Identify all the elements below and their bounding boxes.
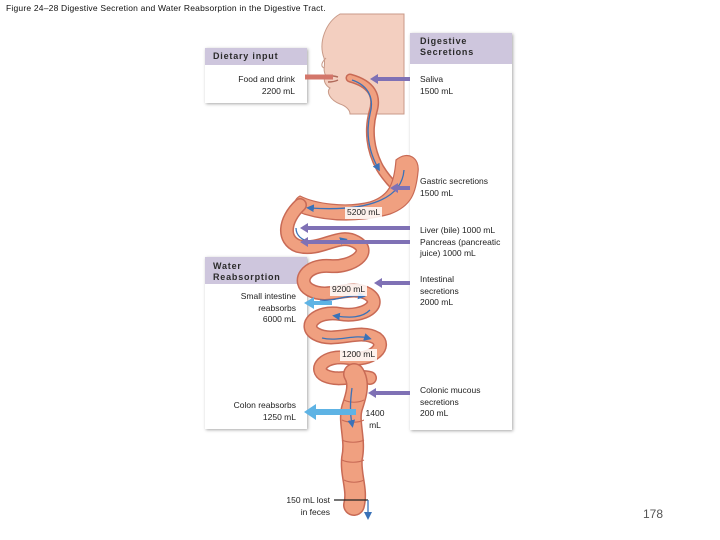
reabsorption-arrows [304, 297, 356, 420]
flow-arrow-intestine-3 [332, 309, 371, 321]
intestinal-secretions-label: Intestinal secretions 2000 mL [420, 274, 459, 307]
page-number: 178 [642, 507, 663, 521]
gastric-secretions-label: Gastric secretions 1500 mL [420, 176, 489, 198]
head-profile [321, 13, 405, 115]
feces-arrow-head [364, 512, 372, 520]
food-and-drink-label: Food and drink 2200 mL [238, 74, 295, 96]
digestive-secretions-panel: Digestive Secretions [410, 33, 512, 430]
liver-pancreas-label: Liver (bile) 1000 mL Pancreas (pancreati… [420, 225, 501, 258]
colonic-secretions-label: Colonic mucous secretions 200 mL [420, 385, 481, 418]
feces-loss-label: 150 mL lost in feces [286, 495, 330, 517]
flow-volume-small-intestine: 9200 mL [330, 284, 368, 296]
stomach [294, 155, 419, 221]
flow-arrow-stomach [306, 169, 405, 213]
flow-arrow-intestine-4 [321, 333, 372, 341]
flow-volume-entering-colon: 1200 mL [340, 349, 378, 361]
nose [321, 57, 327, 69]
digestive-secretions-header: Digestive Secretions [410, 33, 512, 64]
flow-volume-colon: 1400 mL [364, 408, 386, 431]
flow-volume-after-stomach: 5200 mL [345, 207, 383, 219]
secretion-arrows [300, 74, 410, 398]
water-reabsorption-header: Water Reabsorption [205, 257, 307, 284]
dietary-input-header: Dietary input [205, 48, 307, 65]
flow-arrow-esophagus [351, 79, 380, 172]
colon-reabsorbs-label: Colon reabsorbs 1250 mL [233, 400, 296, 422]
figure-title: Figure 24–28 Digestive Secretion and Wat… [6, 3, 326, 13]
colon-fill [341, 364, 367, 515]
dietary-input-panel: Dietary input [205, 48, 307, 103]
small-intestine-reabsorbs-label: Small intestine reabsorbs 6000 mL [240, 291, 296, 324]
saliva-label: Saliva 1500 mL [420, 74, 454, 96]
esophagus-fill [347, 75, 399, 191]
flow-arrow-intestine-2 [319, 291, 366, 301]
flow-arrow-colon [347, 387, 356, 428]
water-reabsorption-panel: Water Reabsorption [205, 257, 307, 429]
